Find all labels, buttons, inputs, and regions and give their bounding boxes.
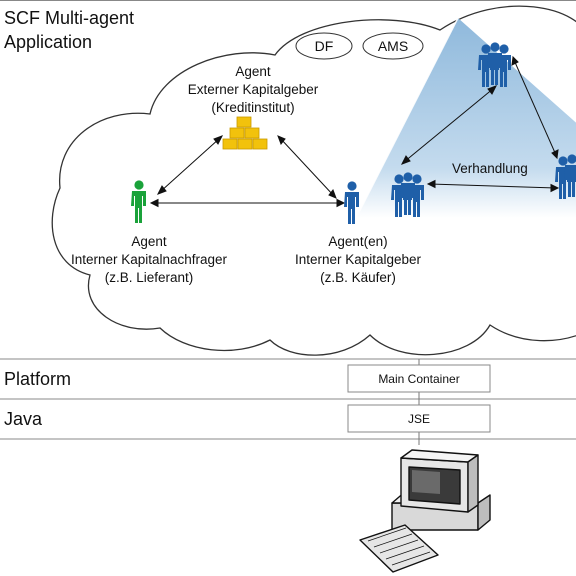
supply-agent-role: Agent(en)	[328, 234, 387, 249]
negotiation-arrows	[400, 55, 560, 193]
df-pill: DF	[295, 32, 353, 60]
external-agent-detail: (Kreditinstitut)	[211, 100, 294, 115]
svg-text:JSE: JSE	[408, 412, 430, 426]
demand-agent-name: Interner Kapitalnachfrager	[71, 252, 228, 267]
platform-layer-label: Platform	[4, 369, 71, 389]
external-agent-role: Agent	[235, 64, 271, 79]
interaction-arrows	[149, 135, 346, 208]
negotiation-label: Verhandlung	[452, 161, 528, 176]
app-title-line1: SCF Multi-agent	[4, 8, 134, 28]
demand-agent-detail: (z.B. Lieferant)	[105, 270, 194, 285]
demand-agent-role: Agent	[131, 234, 167, 249]
ams-pill: AMS	[362, 32, 424, 60]
negotiation-area	[356, 18, 576, 218]
svg-text:DF: DF	[315, 38, 334, 54]
java-layer-label: Java	[4, 409, 43, 429]
supply-agent-detail: (z.B. Käufer)	[320, 270, 396, 285]
desktop-computer-icon	[359, 449, 491, 573]
gold-bars-icon	[222, 116, 268, 150]
svg-text:AMS: AMS	[378, 38, 408, 54]
app-title-line2: Application	[4, 32, 92, 52]
external-agent-name: Externer Kapitalgeber	[188, 82, 319, 97]
jse-box: JSE	[347, 404, 491, 433]
svg-text:Main Container: Main Container	[378, 372, 459, 386]
main-container-box: Main Container	[347, 364, 491, 393]
supply-agent-name: Interner Kapitalgeber	[295, 252, 422, 267]
